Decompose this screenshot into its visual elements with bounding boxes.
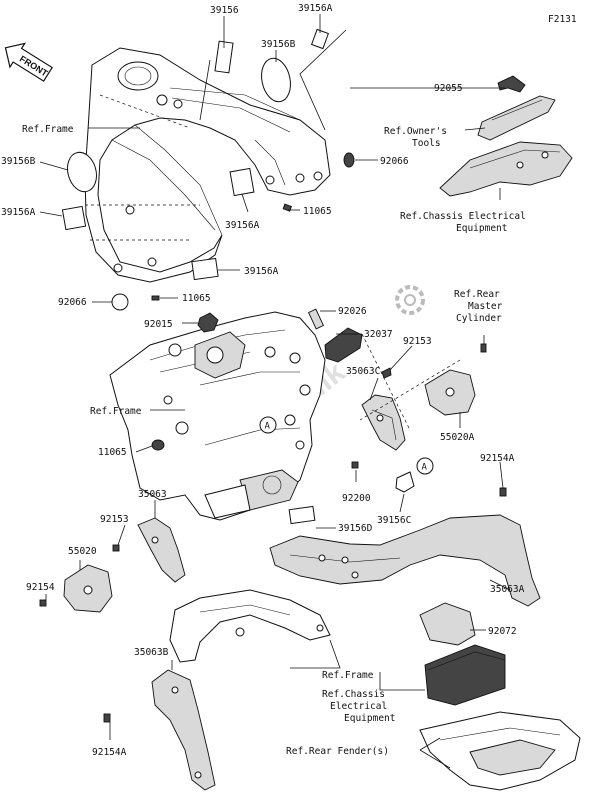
lower-frame <box>169 589 331 663</box>
label-ref-frame-mid: Ref.Frame <box>90 406 142 417</box>
label-92153-left: 92153 <box>100 514 129 525</box>
label-ref-frame-top: Ref.Frame <box>22 124 74 135</box>
label-ref-chassis-elec-low-3: Equipment <box>344 713 395 724</box>
label-11065-mid: 11065 <box>303 206 332 217</box>
sticker-39156 <box>214 40 234 74</box>
bolt-92015 <box>197 312 219 333</box>
subframe-35063a <box>269 514 541 607</box>
owners-tool-pouch <box>477 75 556 141</box>
sticker-39156d <box>288 505 316 525</box>
electrical-bracket-upper <box>439 141 573 197</box>
label-ref-rear-master-2: Master <box>468 301 503 312</box>
grommet-92066-left <box>111 293 129 311</box>
battery-holder-92072 <box>419 602 476 646</box>
label-39156: 39156 <box>210 5 239 16</box>
label-ref-owners-tools-1: Ref.Owner's <box>384 126 447 137</box>
gear-watermark-icon <box>395 285 425 315</box>
label-92154a-low: 92154A <box>92 747 127 758</box>
plate-32037 <box>324 327 363 363</box>
bolt-92153-right <box>381 367 392 379</box>
svg-text:A: A <box>422 463 428 473</box>
label-ref-frame-low: Ref.Frame <box>322 670 374 681</box>
nut-92200 <box>351 461 359 469</box>
sticker-39156a-left <box>61 205 87 231</box>
label-92200: 92200 <box>342 493 371 504</box>
front-arrow-icon: FRONT <box>4 42 53 82</box>
label-35063a: 35063A <box>490 584 525 595</box>
label-11065-left: 11065 <box>98 447 127 458</box>
label-92154a-right: 92154A <box>480 453 515 464</box>
label-39156a-left: 39156A <box>1 207 36 218</box>
callout-labels: 39156 39156A 39156B 92055 Ref.Owner's To… <box>1 3 526 758</box>
main-frame <box>109 311 326 521</box>
sticker-39156a-mid <box>229 167 255 197</box>
label-92055: 92055 <box>434 83 463 94</box>
label-35063b: 35063B <box>134 647 169 658</box>
clip-11065-low <box>151 295 160 301</box>
label-92066-right: 92066 <box>380 156 409 167</box>
sticker-39156a-top <box>310 28 330 50</box>
bolt-92154a-low <box>103 713 111 723</box>
label-ref-chassis-elec-top-1: Ref.Chassis Electrical <box>400 211 526 222</box>
label-ref-chassis-elec-low-2: Electrical <box>330 701 387 712</box>
label-55020: 55020 <box>68 546 97 557</box>
label-39156a-mid: 39156A <box>225 220 260 231</box>
footrest-bracket-35063 <box>137 517 186 583</box>
bolt-92153-left <box>112 544 120 552</box>
sticker-39156b-left <box>67 151 97 193</box>
label-92153-right: 92153 <box>403 336 432 347</box>
ring-a-left: A <box>259 416 277 434</box>
label-39156a-top: 39156A <box>298 3 333 14</box>
label-92066-left: 92066 <box>58 297 87 308</box>
label-ref-owners-tools-2: Tools <box>412 138 441 149</box>
label-39156c: 39156C <box>377 515 411 526</box>
footrest-bracket-35063c <box>361 394 406 451</box>
leader-lines <box>39 14 511 769</box>
clip-11065-mid <box>282 203 293 212</box>
grommet-11065-left <box>151 439 165 451</box>
bolt-92026 <box>307 308 325 330</box>
grommet-92066-right <box>343 152 355 168</box>
label-55020a: 55020A <box>440 432 475 443</box>
label-92072: 92072 <box>488 626 517 637</box>
label-39156b-top: 39156B <box>261 39 296 50</box>
label-92015: 92015 <box>144 319 173 330</box>
label-39156a-low: 39156A <box>244 266 279 277</box>
bolt-92154a-right <box>499 487 507 497</box>
label-ref-chassis-elec-top-2: Equipment <box>456 223 507 234</box>
sticker-39156b-top <box>261 57 291 103</box>
rear-fender <box>419 711 581 791</box>
sticker-39156a-low <box>191 257 219 281</box>
guard-55020 <box>63 564 113 613</box>
label-ref-rear-master-3: Cylinder <box>456 313 502 324</box>
bolt-rear-master <box>480 343 487 353</box>
label-11065-low: 11065 <box>182 293 211 304</box>
label-ref-rear-master-1: Ref.Rear <box>454 289 500 300</box>
label-35063c: 35063C <box>346 366 380 377</box>
label-92026: 92026 <box>338 306 367 317</box>
label-32037: 32037 <box>364 329 393 340</box>
bolt-92154 <box>39 599 47 607</box>
guard-55020a <box>424 369 476 416</box>
label-ref-rear-fender: Ref.Rear Fender(s) <box>286 746 389 757</box>
sticker-39156c <box>395 471 415 493</box>
label-39156b-left: 39156B <box>1 156 36 167</box>
electrical-box-lower <box>424 644 506 706</box>
ring-a-right: A <box>416 457 434 475</box>
diagram-code: F2131 <box>548 14 577 25</box>
label-ref-chassis-elec-low-1: Ref.Chassis <box>322 689 385 700</box>
label-92154: 92154 <box>26 582 55 593</box>
svg-text:A: A <box>265 422 271 432</box>
bracket-35063b <box>151 669 216 791</box>
label-35063: 35063 <box>138 489 167 500</box>
label-39156d: 39156D <box>338 523 373 534</box>
upper-subframe <box>84 47 331 283</box>
